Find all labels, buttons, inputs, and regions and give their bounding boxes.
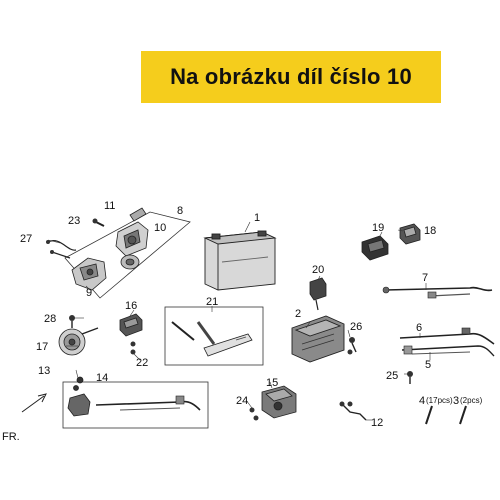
banner-text: Na obrázku díl číslo 10 — [170, 64, 412, 89]
label-18: 18 — [424, 225, 436, 237]
label-6: 6 — [416, 322, 422, 334]
label-22: 22 — [136, 357, 148, 369]
group-14-frame — [62, 381, 209, 429]
part-27-cable[interactable] — [46, 240, 77, 259]
part-19-relay[interactable] — [361, 235, 389, 261]
part-9-lock-bracket[interactable] — [71, 257, 107, 291]
part-12-cable[interactable] — [339, 401, 367, 421]
part-6-wire-harness[interactable] — [399, 327, 495, 345]
label-20: 20 — [312, 264, 324, 276]
label-8: 8 — [177, 205, 183, 217]
part-2-regulator[interactable] — [291, 315, 345, 363]
leader-lines — [66, 229, 431, 421]
front-direction-arrow — [21, 393, 47, 413]
part-18-relay[interactable] — [399, 223, 421, 245]
part-26-bolt[interactable] — [347, 337, 357, 355]
label-21: 21 — [206, 296, 218, 308]
label-16: 16 — [125, 300, 137, 312]
part-16-relay[interactable] — [119, 313, 143, 337]
label-14: 14 — [96, 372, 108, 384]
label-15: 15 — [266, 377, 278, 389]
part-3-cable-tie[interactable] — [459, 405, 467, 425]
label-17: 17 — [36, 341, 48, 353]
part-1-battery[interactable] — [203, 230, 277, 291]
label-11: 11 — [104, 200, 115, 212]
part-11-key[interactable] — [129, 207, 147, 222]
label-7: 7 — [422, 272, 428, 284]
part-28-bolt[interactable] — [69, 315, 75, 328]
part-13-sensor[interactable] — [67, 376, 91, 417]
label-fr: FR. — [2, 431, 20, 443]
label-10: 10 — [154, 222, 166, 234]
part-24-bolts[interactable] — [249, 407, 259, 421]
part-15-starter-relay[interactable] — [261, 385, 297, 419]
label-9: 9 — [86, 287, 92, 299]
label-4-quantity: (17pcs) — [426, 396, 453, 405]
label-4: 4 — [419, 395, 425, 407]
part-14-harness[interactable] — [95, 395, 201, 411]
part-7-wire-harness[interactable] — [382, 286, 493, 299]
part-5-wire-harness[interactable] — [401, 345, 495, 357]
part-4-cable-tie[interactable] — [425, 405, 433, 425]
label-1: 1 — [254, 212, 260, 224]
title-banner: Na obrázku díl číslo 10 — [141, 51, 441, 103]
label-27: 27 — [20, 233, 32, 245]
part-20-connector[interactable] — [309, 277, 327, 311]
part-17-horn[interactable] — [58, 327, 99, 356]
label-3-quantity: (2pcs) — [460, 396, 483, 405]
part-23-screw[interactable] — [92, 218, 105, 227]
part-cap — [120, 254, 140, 270]
label-5: 5 — [425, 359, 431, 371]
part-10-ignition-switch[interactable] — [115, 221, 149, 257]
part-21-tool-kit[interactable] — [171, 321, 253, 357]
label-23: 23 — [68, 215, 80, 227]
label-12: 12 — [371, 417, 383, 429]
part-25-bolt[interactable] — [407, 371, 413, 384]
label-24: 24 — [236, 395, 248, 407]
tool-kit-frame — [164, 306, 264, 366]
label-26: 26 — [350, 321, 362, 333]
part-22-bolt[interactable] — [130, 341, 136, 355]
label-19: 19 — [372, 222, 384, 234]
label-28: 28 — [44, 313, 56, 325]
label-25: 25 — [386, 370, 398, 382]
label-3: 3 — [453, 395, 459, 407]
label-2: 2 — [295, 308, 301, 320]
label-13: 13 — [38, 365, 50, 377]
